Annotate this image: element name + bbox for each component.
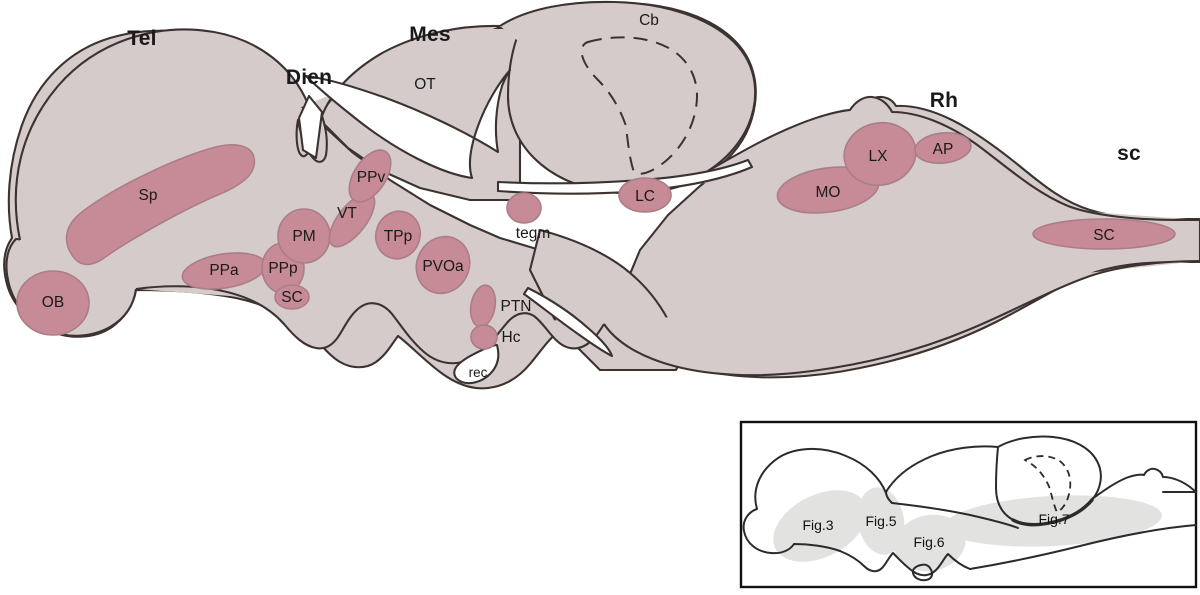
- region-label-mes: Mes: [409, 23, 450, 46]
- nucleus-label-ppp: PPp: [268, 260, 297, 277]
- brain-cavities: [297, 68, 754, 385]
- nucleus-sc-preoptic: [274, 284, 310, 310]
- inset-ventral-contour: [839, 550, 971, 577]
- nucleus-label-tpp: TPp: [384, 228, 412, 245]
- nucleus-label-pm: PM: [292, 228, 315, 245]
- ventral-contour-right: [603, 259, 1200, 377]
- inset-telencephalon: [742, 447, 887, 555]
- ventral-wedge-notch: [522, 286, 614, 358]
- region-label-group: Tel Dien Mes Rh sc: [127, 23, 1141, 165]
- nucleus-tpp: [374, 210, 422, 260]
- nucleus-label-pvoa: PVOa: [422, 258, 464, 275]
- nucleus-ppv: [348, 149, 392, 203]
- inset-label-fig3: Fig.3: [802, 517, 833, 533]
- nucleus-label-group: Sp OB PPa PPp SC PM VT PPv TPp PVOa PTN …: [42, 12, 1115, 380]
- nucleus-label-sc-spinalcord: SC: [1093, 227, 1115, 244]
- inset-label-fig5: Fig.5: [865, 513, 896, 529]
- inset-medulla-dorsal: [1091, 467, 1197, 500]
- nucleus-label-mo: MO: [816, 184, 841, 201]
- cerebellum-medulla-slit: [496, 158, 754, 195]
- nucleus-sp: [65, 144, 256, 266]
- cerebellum-contour: [499, 0, 757, 183]
- inset-tectum-front-edge: [885, 491, 893, 504]
- nucleus-label-ptn: PTN: [501, 298, 532, 315]
- inset-label-fig6: Fig.6: [913, 534, 944, 550]
- nucleus-label-ap: AP: [933, 141, 954, 158]
- nucleus-hc: [470, 324, 498, 350]
- tel-dien-gap: [297, 94, 324, 160]
- nucleus-label-ppv: PPv: [357, 169, 386, 186]
- nuclei-group: [16, 121, 1176, 350]
- inset-blob-fig5: [857, 487, 905, 555]
- inset-medulla-ventral: [969, 524, 1197, 570]
- nucleus-label-hc: Hc: [502, 329, 521, 346]
- inset-recess-loop: [911, 563, 934, 582]
- nucleus-ap: [914, 131, 972, 165]
- nucleus-label-lx: LX: [869, 148, 889, 165]
- region-label-tel: Tel: [127, 27, 156, 50]
- nucleus-pvoa: [415, 235, 471, 295]
- inset-cerebellum-ventral-edge: [1011, 498, 1094, 527]
- inset-label-group: Fig.3 Fig.5 Fig.6 Fig.7: [802, 511, 1069, 550]
- cerebellum-inner-dashed-outline: [580, 36, 698, 175]
- inset-cerebellum-dashed: [1023, 455, 1072, 514]
- tectal-ventricle: [304, 68, 512, 180]
- inset-tectum-lower: [891, 502, 1019, 529]
- nucleus-label-lc: LC: [635, 188, 655, 205]
- nucleus-label-tegm: tegm: [516, 225, 550, 242]
- nucleus-lc: [618, 177, 672, 213]
- inset-panel: Fig.3 Fig.5 Fig.6 Fig.7: [739, 420, 1198, 589]
- inset-label-fig7: Fig.7: [1038, 511, 1069, 527]
- nucleus-label-vt: VT: [337, 205, 357, 222]
- brain-dorsal-contour: [14, 28, 309, 241]
- nucleus-label-sc-preoptic: SC: [281, 289, 303, 306]
- nucleus-label-ot: OT: [414, 76, 436, 93]
- nucleus-tegm: [506, 192, 542, 224]
- nucleus-label-ob: OB: [42, 294, 64, 311]
- nucleus-label-cb: Cb: [639, 12, 659, 29]
- nucleus-sc-spinalcord: [1032, 218, 1176, 250]
- nucleus-ob: [16, 270, 90, 336]
- inset-optic-tectum: [885, 445, 999, 493]
- inset-brain-outline-group: [742, 435, 1197, 582]
- nucleus-label-sp: Sp: [139, 187, 158, 204]
- region-label-rh: Rh: [930, 89, 958, 112]
- region-label-sc: sc: [1117, 142, 1141, 165]
- nucleus-label-rec: rec: [469, 365, 488, 380]
- region-label-dien: Dien: [286, 66, 332, 89]
- nucleus-label-ppa: PPa: [209, 262, 239, 279]
